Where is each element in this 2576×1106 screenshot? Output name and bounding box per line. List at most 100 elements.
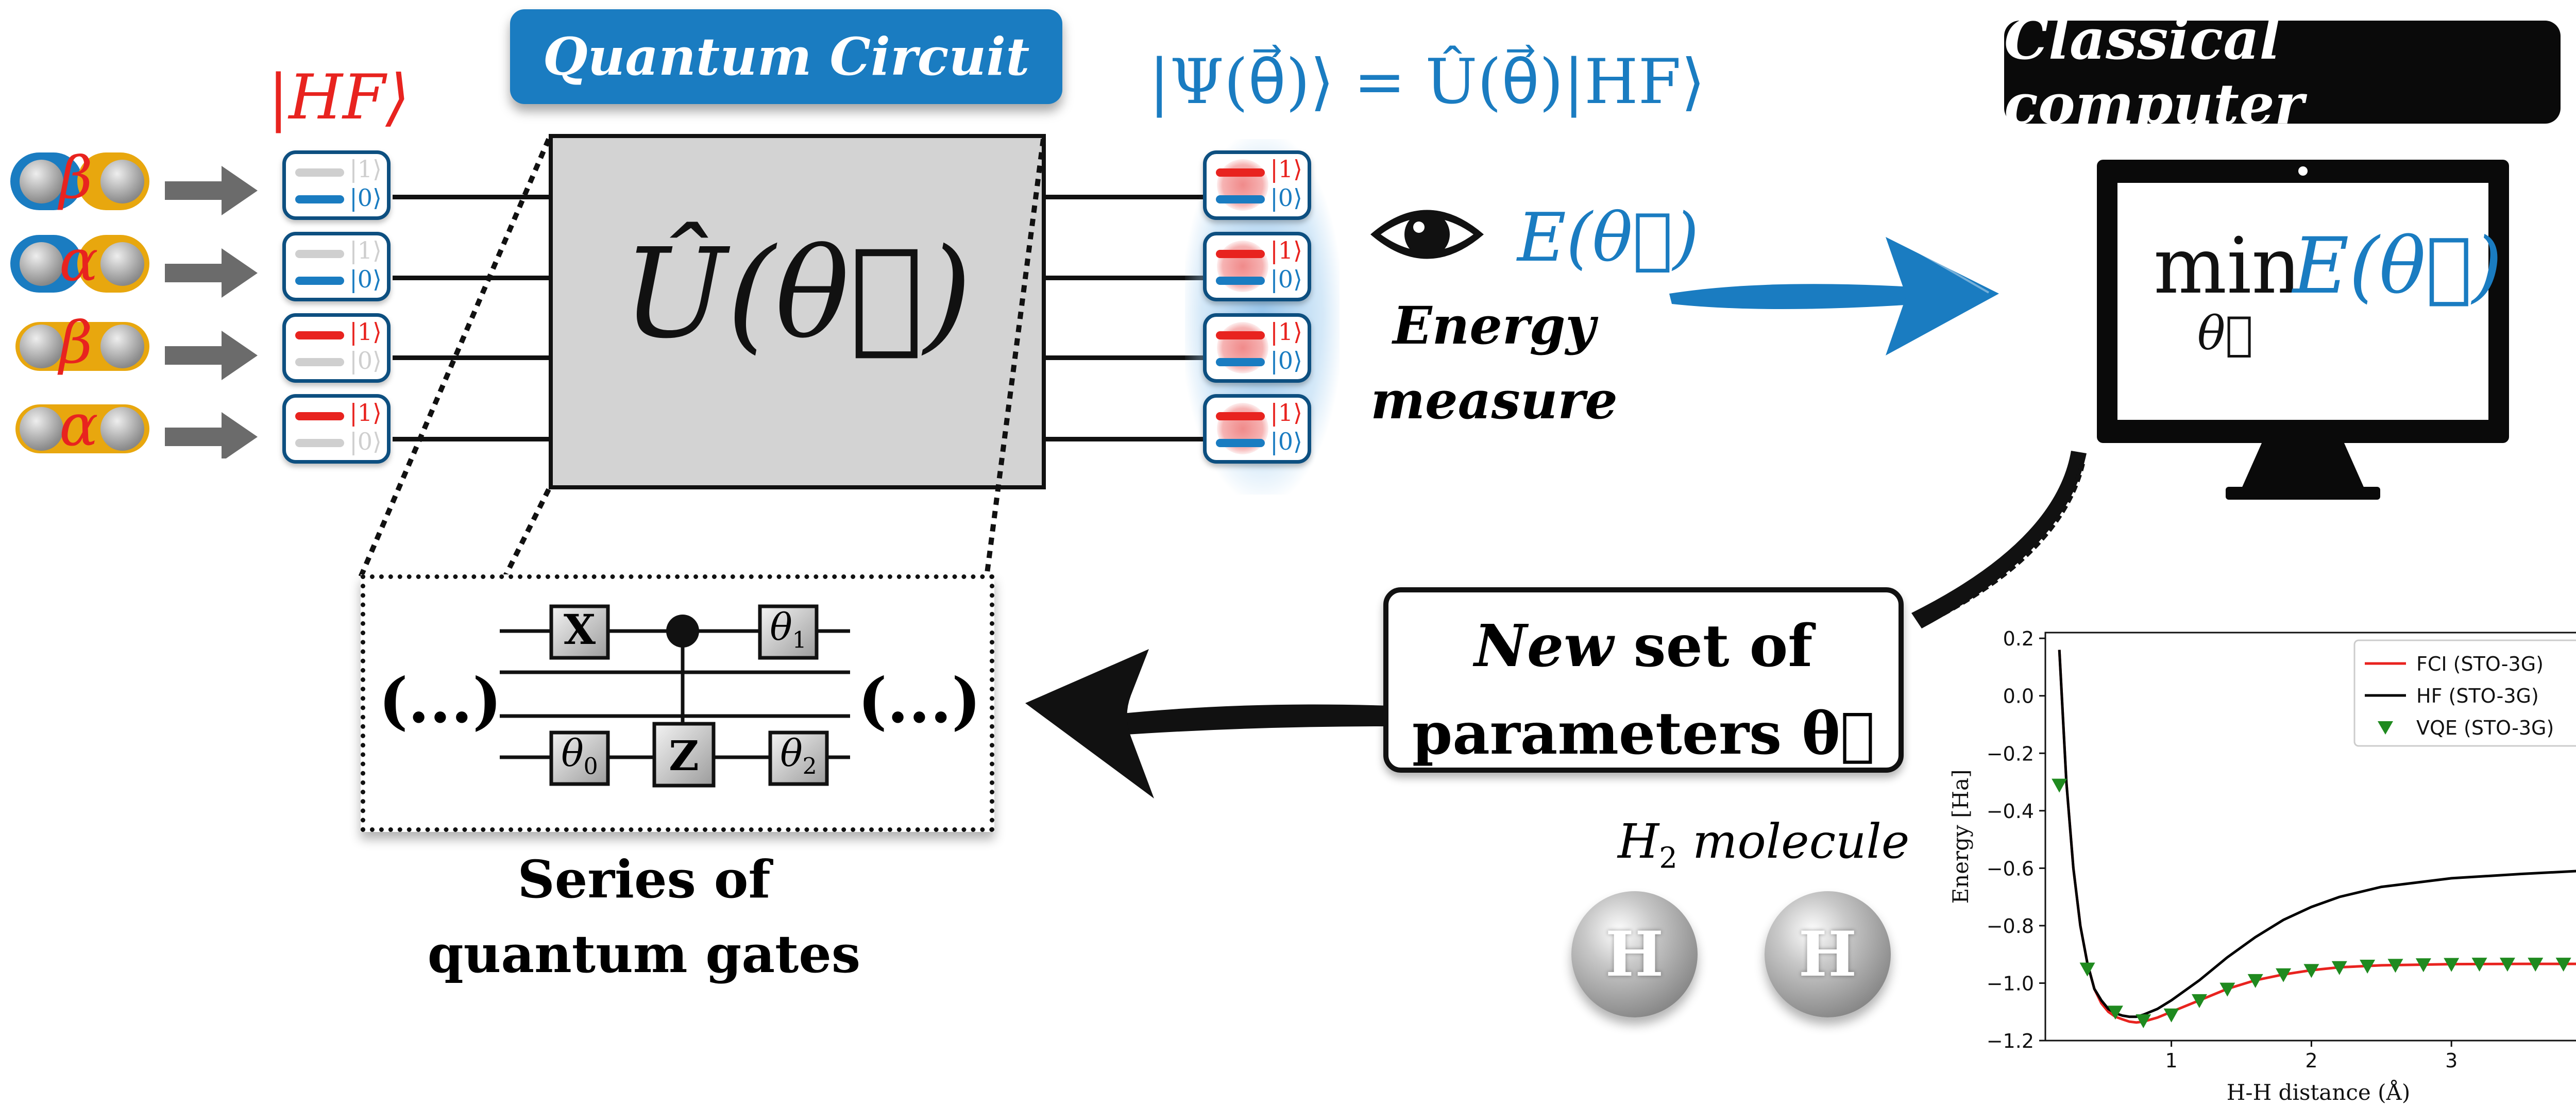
- ket-one: |1⟩: [1270, 236, 1302, 264]
- vqe-marker: [2219, 982, 2235, 997]
- ket-one: |1⟩: [349, 318, 382, 346]
- qubit-box: |1⟩|0⟩: [1203, 313, 1311, 383]
- vqe-marker: [2415, 958, 2431, 973]
- ket-zero: |0⟩: [349, 347, 382, 375]
- to-computer-arrow-icon: [1669, 237, 1999, 355]
- y-tick-label: −1.2: [1987, 1030, 2034, 1052]
- vqe-marker: [2136, 1014, 2151, 1028]
- energy-caption: Energy measure: [1350, 288, 1638, 438]
- vqe-marker: [2107, 1006, 2123, 1020]
- ket-zero: |0⟩: [1270, 347, 1302, 375]
- hydrogen-atom-1: H: [1571, 891, 1698, 1017]
- vqe-marker: [2247, 974, 2263, 988]
- vqe-marker: [2387, 959, 2403, 973]
- quantum-circuit-title: Quantum Circuit: [510, 9, 1062, 104]
- electron-sphere: [20, 325, 63, 368]
- theta2-subscript: 2: [802, 753, 817, 780]
- gate-z-box: [652, 722, 716, 788]
- eye-icon: [1370, 210, 1484, 259]
- legend-swatch: [2378, 721, 2393, 735]
- ket-zero: |0⟩: [1270, 428, 1302, 455]
- hydrogen-atom-1-label: H: [1605, 918, 1664, 991]
- unitary-gate: [549, 134, 1046, 489]
- level-bar-zero: [295, 439, 344, 447]
- gates-caption: Series of quantum gates: [361, 842, 927, 992]
- ket-one: |1⟩: [349, 155, 382, 183]
- y-tick-label: −0.2: [1987, 742, 2034, 765]
- gate-x-box: [549, 604, 610, 660]
- vqe-marker: [2052, 778, 2067, 793]
- level-bar-one: [1216, 412, 1265, 420]
- legend-box: [2353, 639, 2576, 747]
- level-bar-one: [1216, 331, 1265, 339]
- electron-sphere: [100, 407, 144, 451]
- y-tick-label: 0.2: [2003, 627, 2034, 650]
- electron-sphere: [100, 325, 144, 368]
- control-dot-icon: [666, 615, 699, 648]
- level-bar-one: [1216, 250, 1265, 258]
- ket-one: |1⟩: [1270, 318, 1302, 346]
- gates-detail-box: [361, 574, 994, 832]
- electron-sphere: [20, 242, 63, 286]
- vqe-marker: [2555, 958, 2571, 972]
- min-label: min: [2154, 222, 2301, 311]
- vqe-marker: [2079, 962, 2095, 977]
- unitary-symbol: Û(θ⃗): [622, 222, 972, 366]
- gate-theta1-label: θ1: [760, 605, 817, 653]
- y-tick-label: −0.8: [1987, 915, 2034, 938]
- x-axis-label: H-H distance (Å): [2227, 1079, 2410, 1105]
- molecule-h: H: [1618, 814, 1659, 869]
- ket-zero: |0⟩: [1270, 265, 1302, 293]
- vqe-marker: [2499, 958, 2515, 972]
- ket-zero: |0⟩: [349, 428, 382, 455]
- input-wire: [393, 195, 550, 199]
- legend-entry: VQE (STO-3G): [2416, 717, 2554, 739]
- level-bar-zero: [1216, 358, 1265, 366]
- feedback-brush-curve: [1911, 451, 2087, 628]
- level-bar-one: [295, 250, 344, 258]
- monitor-icon: [2097, 160, 2509, 500]
- x-tick-label: 3: [2445, 1049, 2458, 1072]
- gates-caption-line2: quantum gates: [427, 924, 861, 984]
- y-tick-label: −0.4: [1987, 800, 2034, 823]
- theta0-symbol: θ: [561, 731, 584, 775]
- gate-theta0-box: [549, 730, 610, 786]
- y-tick-label: 0.0: [2003, 685, 2034, 708]
- y-tick-label: −0.6: [1987, 857, 2034, 880]
- input-arrow-icon: [165, 412, 258, 458]
- ket-zero: |0⟩: [349, 184, 382, 212]
- level-bar-one: [295, 412, 344, 420]
- input-wire: [393, 437, 550, 441]
- energy-symbol: E(θ⃗): [1517, 198, 1699, 277]
- input-arrow-icon: [165, 166, 258, 215]
- output-wire: [1046, 195, 1208, 199]
- level-bar-zero: [295, 195, 344, 203]
- electron-sphere: [20, 160, 63, 203]
- orbital-pair: β: [10, 147, 155, 214]
- qubit-box: |1⟩|0⟩: [282, 394, 391, 464]
- vqe-marker: [2471, 958, 2487, 972]
- x-tick-label: 1: [2165, 1049, 2178, 1072]
- qubit-box: |1⟩|0⟩: [1203, 394, 1311, 464]
- theta2-symbol: θ: [780, 731, 803, 775]
- x-tick-label: 2: [2305, 1049, 2317, 1072]
- spin-label: α: [59, 227, 98, 294]
- gates-circuit: [500, 604, 850, 788]
- level-bar-zero: [1216, 439, 1265, 447]
- parameters-line: parameters θ⃗: [1412, 700, 1875, 768]
- qubit-box: |1⟩|0⟩: [1203, 150, 1311, 220]
- qubit-box: |1⟩|0⟩: [1203, 232, 1311, 301]
- min-subscript: θ⃗: [2197, 307, 2253, 361]
- energy-chart: 0.20.0−0.2−0.4−0.6−0.8−1.0−1.21234H-H di…: [1948, 627, 2576, 1105]
- level-bar-zero: [1216, 277, 1265, 285]
- energy-caption-line2: measure: [1370, 370, 1618, 431]
- vqe-marker: [2444, 958, 2460, 972]
- ellipsis-left: (...): [379, 665, 502, 737]
- new-parameters-text: New set of parameters θ⃗: [1383, 603, 1904, 778]
- ellipsis-right: (...): [858, 665, 981, 737]
- electron-sphere: [100, 160, 144, 203]
- vqe-marker: [2276, 968, 2292, 982]
- y-tick-label: −1.0: [1987, 972, 2034, 995]
- input-arrow-icon: [165, 331, 258, 380]
- output-wire: [1046, 355, 1208, 360]
